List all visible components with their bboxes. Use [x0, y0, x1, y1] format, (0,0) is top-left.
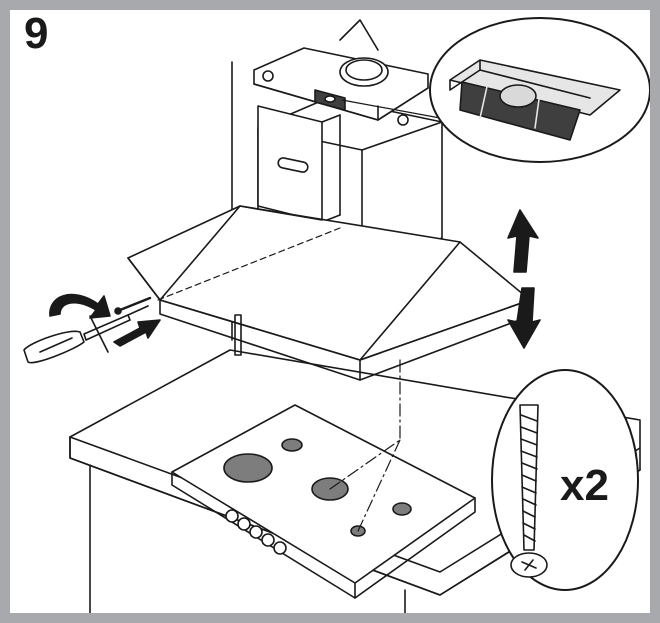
burner-large [223, 453, 273, 483]
screw-icon [510, 404, 548, 578]
motor-plate [257, 105, 341, 223]
small-screw [114, 296, 152, 315]
mounting-bracket [253, 19, 429, 126]
up-arrow-icon [507, 209, 539, 273]
figure-panel: x2 9 [10, 10, 650, 613]
quantity-label: x2 [560, 461, 609, 510]
bracket-level [314, 89, 346, 111]
screwdriver-icon [23, 305, 149, 364]
burner-small-rear [281, 438, 303, 452]
cooktop [171, 404, 476, 599]
down-arrow-icon [507, 287, 541, 349]
hood-installation-illustration: x2 [23, 17, 650, 613]
screw-callout: x2 [491, 369, 639, 591]
control-knobs [225, 509, 287, 555]
push-arrow-icon [113, 319, 161, 347]
burner-small-right [392, 502, 412, 516]
guide-lines [157, 99, 441, 532]
step-number: 9 [24, 10, 49, 58]
rotate-arrow-icon [49, 293, 111, 353]
spirit-level-icon [429, 17, 650, 163]
